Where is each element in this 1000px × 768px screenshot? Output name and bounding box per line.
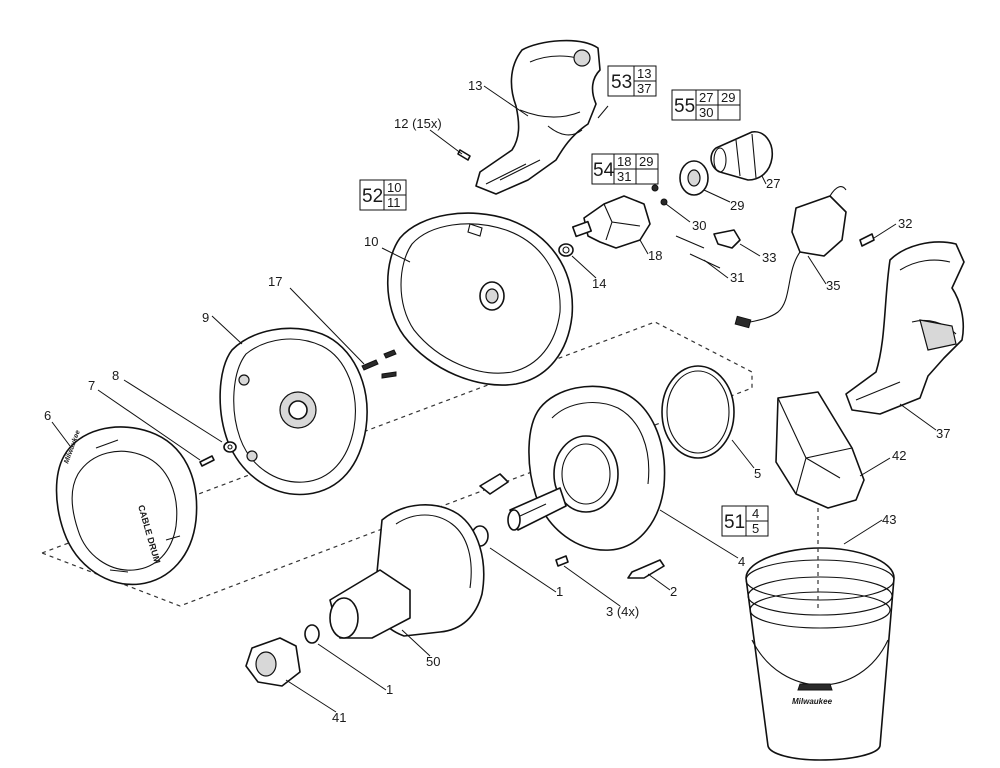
callout-13: 13 — [468, 78, 482, 93]
clip-2 — [627, 559, 665, 579]
leader-lines — [51, 85, 937, 713]
bolt-7 — [199, 455, 215, 467]
callout-8: 8 — [112, 368, 119, 383]
washer-8 — [223, 441, 237, 453]
kit-53-number: 53 — [611, 72, 632, 93]
callout-9: 9 — [202, 310, 209, 325]
funnel-42 — [775, 391, 865, 509]
bucket-43: Milwaukee — [745, 547, 895, 761]
gearbox-18 — [571, 195, 651, 249]
kit-54-part-c: 31 — [617, 169, 631, 184]
kit-box-52: 52 10 11 — [359, 179, 407, 211]
kit-55-part-a: 27 — [699, 90, 713, 105]
callout-6: 6 — [44, 408, 51, 423]
switch-clip-33 — [713, 229, 741, 249]
screw-32 — [859, 233, 875, 247]
callout-1-upper: 1 — [556, 584, 563, 599]
kit-51-part-b: 5 — [752, 521, 759, 536]
callout-7: 7 — [88, 378, 95, 393]
kit-55-number: 55 — [674, 96, 695, 117]
screw-3 — [555, 555, 569, 567]
gasket-ring-5 — [661, 365, 735, 459]
callout-1-lower: 1 — [386, 682, 393, 697]
callout-42: 42 — [892, 448, 906, 463]
callout-31: 31 — [730, 270, 744, 285]
spindle-shaft — [507, 487, 567, 531]
callout-37: 37 — [936, 426, 950, 441]
callout-35: 35 — [826, 278, 840, 293]
kit-52-part-b: 11 — [387, 195, 401, 210]
callout-14: 14 — [592, 276, 606, 291]
screws-17 — [361, 349, 397, 379]
callout-33: 33 — [762, 250, 776, 265]
snap-ring-1b — [304, 624, 320, 644]
callout-18: 18 — [648, 248, 662, 263]
right-handle-housing — [845, 241, 965, 415]
kit-55-part-c: 30 — [699, 105, 713, 120]
callout-12: 12 (15x) — [394, 116, 442, 131]
kit-53-part-a: 13 — [637, 66, 651, 81]
callout-5: 5 — [754, 466, 761, 481]
left-handle-housing — [475, 39, 601, 195]
kit-box-54: 54 18 29 31 — [591, 153, 659, 185]
callout-32: 32 — [898, 216, 912, 231]
kit-53-part-b: 37 — [637, 81, 651, 96]
kit-box-51: 51 4 5 — [721, 505, 769, 537]
screw-12 — [457, 149, 471, 161]
callout-30: 30 — [692, 218, 706, 233]
kit-52-number: 52 — [362, 186, 383, 207]
end-fitting-41 — [245, 637, 301, 687]
callout-29: 29 — [730, 198, 744, 213]
bracket — [479, 473, 509, 495]
front-guide-50 — [329, 504, 485, 639]
callout-labels: 13 12 (15x) 10 17 9 8 7 6 14 18 30 31 29… — [44, 78, 950, 725]
motor-plate-29 — [679, 160, 709, 196]
callout-41: 41 — [332, 710, 346, 725]
housing-cover-10 — [386, 212, 574, 386]
callout-2: 2 — [670, 584, 677, 599]
kit-51-part-a: 4 — [752, 506, 759, 521]
callout-4: 4 — [738, 554, 745, 569]
callout-43: 43 — [882, 512, 896, 527]
kit-box-53: 53 13 37 — [607, 65, 657, 97]
drum-back-plate-4 — [528, 385, 666, 551]
brand-mark-bucket: Milwaukee — [792, 697, 833, 706]
switch-assembly-35 — [734, 186, 847, 329]
motor-27 — [710, 131, 774, 181]
kit-54-number: 54 — [593, 160, 615, 181]
kit-55-part-b: 29 — [721, 90, 735, 105]
cable-drum-6: CABLE DRUM Milwaukee — [55, 426, 198, 586]
kit-54-part-b: 29 — [639, 154, 653, 169]
callout-17: 17 — [268, 274, 282, 289]
drum-inner-9 — [219, 327, 368, 496]
kit-54-part-a: 18 — [617, 154, 631, 169]
kit-box-55: 55 27 29 30 — [671, 89, 741, 121]
callout-27: 27 — [766, 176, 780, 191]
callout-50: 50 — [426, 654, 440, 669]
pins-30-31 — [651, 184, 721, 269]
kit-51-number: 51 — [724, 512, 745, 533]
callout-3: 3 (4x) — [606, 604, 639, 619]
washer-14 — [558, 243, 574, 257]
kit-52-part-a: 10 — [387, 180, 401, 195]
callout-10: 10 — [364, 234, 378, 249]
